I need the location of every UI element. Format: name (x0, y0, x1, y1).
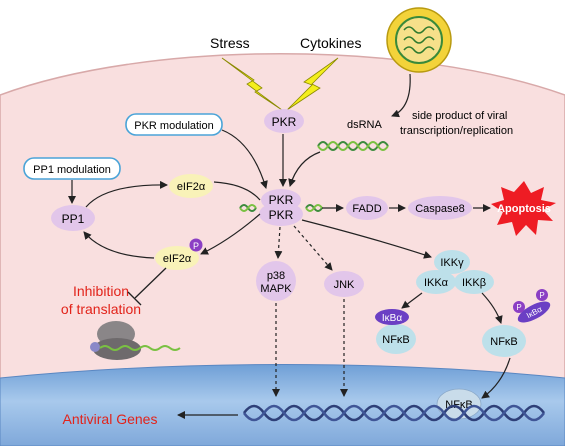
pkr-modulation-label: PKR modulation (134, 120, 214, 132)
pkr-to-jnk-arrow (293, 225, 333, 271)
pkr-node (264, 109, 304, 133)
pkr-dimer-label-2: PKR (269, 208, 294, 222)
mapk-label: MAPK (260, 283, 292, 295)
ribosome-icon (90, 321, 181, 360)
virus-to-dsrna-arrow (391, 73, 411, 118)
side-product-label: side product of viral (412, 110, 507, 122)
dsrna-label: dsRNA (347, 119, 383, 131)
pp1-label: PP1 (62, 212, 85, 226)
translation-label: of translation (61, 301, 141, 317)
jnk-node (324, 271, 364, 297)
eif2a-p-label: eIF2α (163, 253, 192, 265)
eif2a-node (169, 174, 213, 198)
p38-mapk-node (256, 261, 296, 301)
phosphate-badge-label: P (193, 241, 199, 251)
nfkb-free-node (482, 325, 526, 357)
ikk-to-ikba-arrow (401, 292, 423, 309)
virus-icon (386, 7, 452, 73)
svg-text:P: P (516, 303, 521, 312)
ikba-label: IκBα (382, 313, 402, 324)
side-product-label-2: transcription/replication (400, 125, 513, 137)
jnk-label: JNK (334, 279, 355, 291)
ikka-node (416, 270, 456, 294)
pkr-modulation-arrow (221, 129, 268, 189)
svg-text:P: P (539, 291, 544, 300)
pkr-dimer-node-2 (259, 202, 303, 226)
dsrna-helix-icon (317, 141, 389, 151)
apoptosis-label: Apoptosis (497, 203, 551, 215)
apoptosis-burst-icon (491, 181, 556, 236)
pkr-to-p38-arrow (274, 226, 283, 259)
antiviral-genes-label: Antiviral Genes (63, 411, 158, 427)
nfkb-nucleus-label: NFκB (445, 399, 473, 411)
stress-label: Stress (210, 35, 250, 51)
inhibition-label: Inhibition (73, 283, 129, 299)
p38-label: p38 (267, 270, 285, 282)
ikk-to-nfkb-arrow (481, 292, 503, 324)
pp1-to-eif2a-arrow (85, 180, 168, 208)
ikkb-node (454, 270, 494, 294)
eif2a-to-pkr-arrow (213, 181, 261, 201)
fadd-label: FADD (352, 203, 381, 215)
pkr-modulation-box (125, 113, 223, 136)
fadd-node (346, 196, 388, 220)
caspase8-node (408, 196, 472, 220)
cytokines-label: Cytokines (300, 35, 361, 51)
caspase8-label: Caspase8 (415, 203, 465, 215)
ikba-node (375, 309, 409, 325)
nfkb-to-nucleus-arrow (481, 357, 511, 399)
eif2a-label: eIF2α (177, 181, 206, 193)
pp1-modulation-label: PP1 modulation (33, 164, 111, 176)
dsrna-bound-icon (239, 204, 323, 212)
dna-helix-icon (242, 404, 546, 422)
ikkg-node (434, 250, 470, 274)
ikkb-label: IKKβ (462, 277, 486, 289)
ikka-label: IKKα (424, 277, 449, 289)
eif2a-p-node (155, 246, 199, 270)
pkr-to-ikk-arrow (301, 219, 432, 259)
nfkb-bound-label: NFκB (382, 334, 410, 346)
ikba-degraded: IκBα P P (513, 289, 551, 323)
pkr-dimer-label-1: PKR (269, 193, 294, 207)
nfkb-free-label: NFκB (490, 336, 518, 348)
eif2ap-to-pp1-arrow (83, 231, 155, 259)
nfkb-bound-node (376, 324, 416, 354)
inhibition-bar (127, 267, 167, 306)
pkr-to-eif2ap-arrow (200, 213, 261, 255)
nucleus (0, 364, 565, 446)
ikkg-label: IKKγ (440, 257, 464, 269)
dsrna-to-pkr-arrow (288, 151, 321, 187)
phosphate-badge (189, 238, 203, 252)
pkr-label: PKR (272, 115, 297, 129)
pp1-node (51, 205, 95, 231)
pp1-modulation-box (23, 157, 121, 180)
